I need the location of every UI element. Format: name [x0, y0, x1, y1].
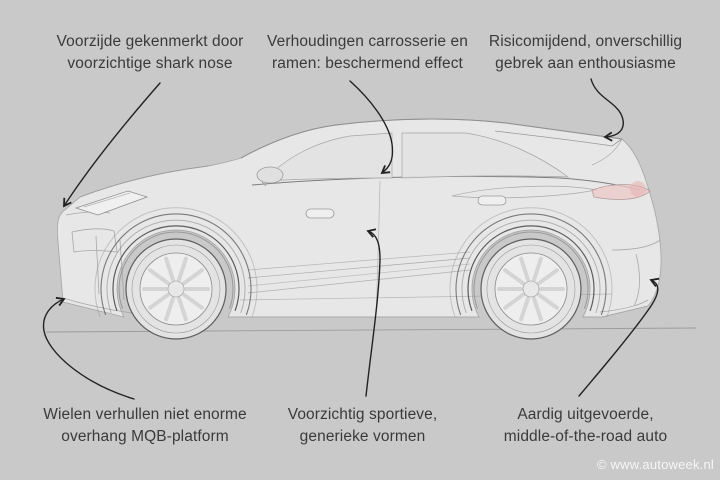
annotation-front-nose: Voorzijde gekenmerkt door voorzichtige s…: [30, 31, 270, 75]
arrow-wheels-overhang: [42, 296, 135, 400]
annotation-line: generieke vormen: [299, 428, 426, 445]
annotation-wheels-overhang: Wielen verhullen niet enorme overhang MQ…: [25, 404, 265, 448]
annotation-line: Wielen verhullen niet enorme: [43, 406, 247, 423]
annotation-line: gebrek aan enthousiasme: [495, 55, 676, 72]
arrow-front-nose: [63, 82, 161, 208]
annotation-line: overhang MQB-platform: [61, 428, 229, 445]
arrow-sporty-generic: [365, 228, 381, 397]
watermark-autoweek: © www.autoweek.nl: [596, 457, 714, 472]
taillight: [591, 181, 651, 200]
rear-fascia: [599, 239, 661, 313]
front-wheel: [125, 238, 227, 340]
ground-line: [45, 327, 697, 333]
annotation-line: ramen: beschermend effect: [272, 55, 463, 72]
annotation-body-glass-ratio: Verhoudingen carrosserie en ramen: besch…: [250, 31, 485, 75]
annotation-middle-of-road: Aardig uitgevoerde, middle-of-the-road a…: [468, 404, 703, 448]
car-body: [56, 118, 662, 318]
annotation-risk-averse: Risicomijdend, onverschillig gebrek aan …: [468, 31, 703, 75]
annotation-line: voorzichtige shark nose: [67, 55, 233, 72]
rear-wheel: [479, 237, 583, 341]
annotation-line: Aardig uitgevoerde,: [517, 406, 654, 423]
wheel-arch-arcs-front: [94, 207, 258, 317]
annotation-line: Voorzijde gekenmerkt door: [56, 33, 244, 50]
door-handle-front: [305, 208, 335, 219]
annotation-sporty-generic: Voorzichtig sportieve, generieke vormen: [245, 404, 480, 448]
arrow-body-glass-ratio: [349, 80, 394, 175]
annotation-line: Verhoudingen carrosserie en: [267, 33, 468, 50]
side-mirror: [256, 166, 284, 187]
annotation-line: middle-of-the-road auto: [503, 428, 668, 445]
headlight: [74, 190, 149, 216]
door-handle-rear: [477, 195, 507, 206]
annotation-line: Risicomijdend, onverschillig: [488, 33, 683, 50]
arrow-risk-averse: [590, 78, 624, 142]
arrow-middle-of-road: [578, 277, 660, 397]
annotation-line: Voorzichtig sportieve,: [287, 406, 438, 423]
